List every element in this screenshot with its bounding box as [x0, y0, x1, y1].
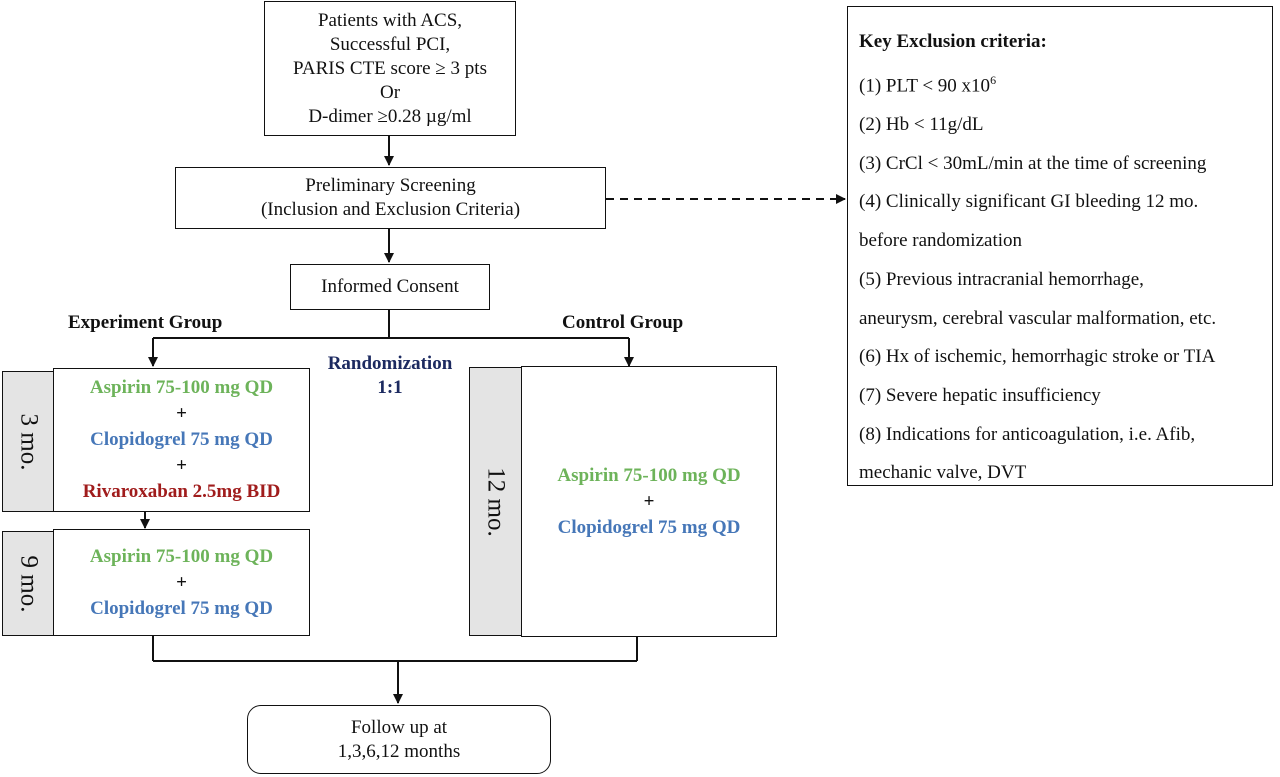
- exclusion-item: (2) Hb < 11g/dL: [859, 114, 984, 136]
- duration-9mo: 9 mo.: [2, 531, 54, 636]
- plus-sign: +: [176, 403, 187, 424]
- screening-line: (Inclusion and Exclusion Criteria): [260, 199, 521, 220]
- experiment-group-label: Experiment Group: [68, 312, 223, 333]
- exclusion-item-text: (1) PLT < 90 x10: [859, 75, 991, 97]
- duration-12mo-text: 12 mo.: [483, 466, 511, 537]
- control-group-label: Control Group: [562, 312, 684, 333]
- plus-sign: +: [176, 571, 187, 593]
- exclusion-item: (4) Clinically significant GI bleeding 1…: [859, 191, 1199, 213]
- patients-line: PARIS CTE score ≥ 3 pts: [293, 57, 487, 79]
- patients-box: Patients with ACS, Successful PCI, PARIS…: [264, 1, 516, 136]
- followup-line: 1,3,6,12 months: [337, 740, 461, 762]
- control-phase-box: Aspirin 75-100 mg QD + Clopidogrel 75 mg…: [521, 366, 777, 637]
- duration-3mo-text: 3 mo.: [15, 413, 43, 470]
- exclusion-title: Key Exclusion criteria:: [859, 31, 1047, 52]
- randomization-text: Randomization: [327, 353, 453, 374]
- followup-line: Follow up at: [350, 716, 448, 738]
- clopidogrel-label: Clopidogrel 75 mg QD: [90, 429, 273, 450]
- exclusion-criteria-box: Key Exclusion criteria: (1) PLT < 90 x10…: [847, 6, 1273, 486]
- duration-9mo-text: 9 mo.: [15, 555, 43, 612]
- consent-box: Informed Consent: [290, 264, 490, 310]
- exclusion-item: (7) Severe hepatic insufficiency: [859, 384, 1101, 406]
- screening-box: Preliminary Screening (Inclusion and Exc…: [175, 167, 606, 229]
- duration-12mo: 12 mo.: [469, 367, 522, 636]
- aspirin-label: Aspirin 75-100 mg QD: [89, 377, 274, 398]
- plus-sign: +: [643, 490, 655, 512]
- followup-box: Follow up at 1,3,6,12 months: [247, 705, 551, 774]
- rivaroxaban-label: Rivaroxaban 2.5mg BID: [82, 481, 281, 502]
- duration-3mo: 3 mo.: [2, 371, 54, 512]
- consent-label: Informed Consent: [321, 276, 459, 297]
- clopidogrel-label: Clopidogrel 75 mg QD: [90, 597, 273, 619]
- screening-line: Preliminary Screening: [305, 175, 476, 196]
- exclusion-superscript: 6: [990, 73, 997, 87]
- exclusion-item: mechanic valve, DVT: [859, 462, 1027, 484]
- experiment-phase2-box: Aspirin 75-100 mg QD + Clopidogrel 75 mg…: [53, 529, 310, 636]
- experiment-phase1-box: Aspirin 75-100 mg QD + Clopidogrel 75 mg…: [53, 368, 310, 512]
- plus-sign: +: [176, 455, 187, 476]
- aspirin-label: Aspirin 75-100 mg QD: [89, 545, 274, 567]
- patients-line: Successful PCI,: [329, 33, 451, 55]
- randomization-ratio: 1:1: [377, 377, 403, 398]
- exclusion-item: aneurysm, cerebral vascular malformation…: [859, 307, 1217, 329]
- patients-line: Patients with ACS,: [317, 9, 463, 31]
- clopidogrel-label: Clopidogrel 75 mg QD: [557, 516, 741, 538]
- exclusion-item: (5) Previous intracranial hemorrhage,: [859, 268, 1144, 290]
- exclusion-item: (1) PLT < 90 x106: [859, 61, 1272, 106]
- aspirin-label: Aspirin 75-100 mg QD: [557, 464, 741, 486]
- exclusion-item: (3) CrCl < 30mL/min at the time of scree…: [859, 152, 1207, 174]
- patients-line: Or: [379, 81, 401, 103]
- exclusion-item: (6) Hx of ischemic, hemorrhagic stroke o…: [859, 346, 1216, 368]
- exclusion-item: (8) Indications for anticoagulation, i.e…: [859, 423, 1196, 445]
- exclusion-item: before randomization: [859, 230, 1023, 252]
- randomization-label: Randomization 1:1: [320, 352, 460, 400]
- patients-line: D-dimer ≥0.28 µg/ml: [308, 105, 472, 127]
